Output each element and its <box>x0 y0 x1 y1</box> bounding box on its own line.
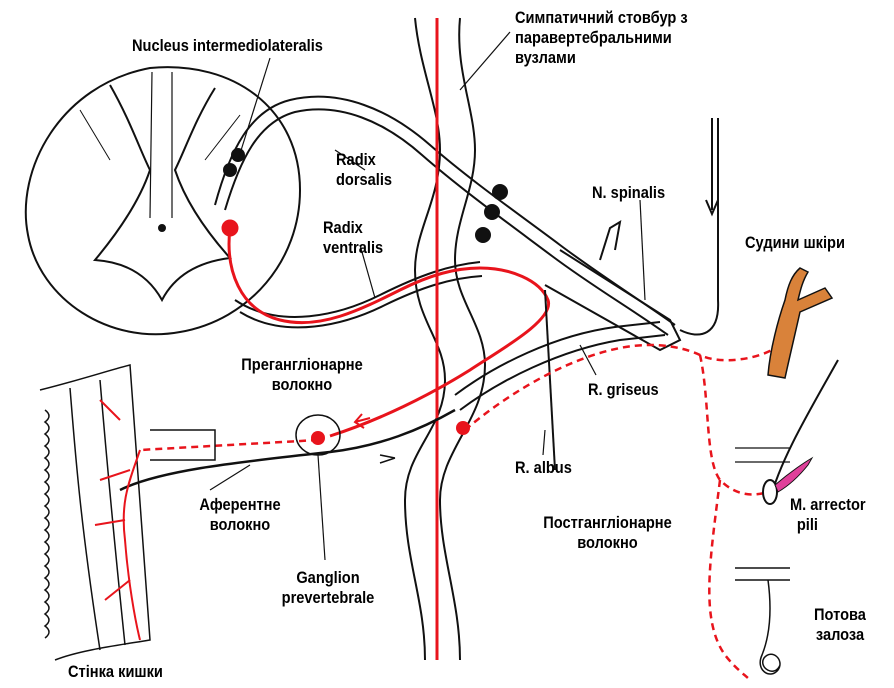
sympathetic-trunk-label: Симпатичний стовбур з паравертебральними… <box>515 8 688 68</box>
trunk-ganglion-neuron <box>456 421 470 435</box>
sympathetic-trunk <box>405 18 485 660</box>
nucleus-label: Nucleus intermediolateralis <box>132 36 323 56</box>
trunk-label-line-3: вузлами <box>515 48 688 68</box>
intestine-vessels <box>95 400 140 640</box>
n-spinalis-label: N. spinalis <box>592 183 665 203</box>
sweat-gland-line-2: залоза <box>806 625 875 645</box>
radix-dorsalis-line-2: dorsalis <box>336 170 392 190</box>
preganglionic-line-2: волокно <box>225 375 380 395</box>
ganglion-line-1: Ganglion <box>276 568 379 588</box>
m-arrector-line-2: pili <box>790 515 866 535</box>
leader-lines <box>210 32 645 560</box>
m-arrector-label: M. arrector pili <box>790 495 866 535</box>
afferent-fiber <box>120 410 455 490</box>
postganglionic-line-1: Постгангліонарне <box>528 513 687 533</box>
radix-ventralis-label: Radix ventralis <box>323 218 383 258</box>
ganglion-label: Ganglion prevertebrale <box>276 568 379 608</box>
radix-ventralis-line-2: ventralis <box>323 238 383 258</box>
skin-vessels-label: Судини шкіри <box>745 233 845 253</box>
sweat-gland <box>735 568 790 674</box>
postganglionic-line-2: волокно <box>528 533 687 553</box>
radix-dorsalis-label: Radix dorsalis <box>336 150 392 190</box>
preganglionic-fiber <box>223 221 549 436</box>
r-griseus-label: R. griseus <box>588 380 659 400</box>
m-arrector-line-1: M. arrector <box>790 495 866 515</box>
sweat-gland-line-1: Потова <box>806 605 875 625</box>
spinal-nerve <box>545 118 718 350</box>
arrector-pili-muscle <box>775 458 812 492</box>
skin-vessel <box>768 268 832 378</box>
radix-ventralis-line-1: Radix <box>323 218 383 238</box>
dorsal-root <box>215 97 675 335</box>
preganglionic-line-1: Прегангліонарне <box>225 355 380 375</box>
afferent-line-2: волокно <box>193 515 288 535</box>
afferent-label: Аферентне волокно <box>193 495 288 535</box>
intestine-wall <box>40 365 215 660</box>
spinal-cord <box>26 67 300 334</box>
trunk-label-line-1: Симпатичний стовбур з <box>515 8 688 28</box>
postganglionic-label: Постгангліонарне волокно <box>528 513 687 553</box>
preganglionic-label: Прегангліонарне волокно <box>225 355 380 395</box>
intestine-wall-label: Стінка кишки <box>68 662 163 682</box>
sweat-gland-label: Потова залоза <box>806 605 875 645</box>
afferent-line-1: Аферентне <box>193 495 288 515</box>
radix-dorsalis-line-1: Radix <box>336 150 392 170</box>
trunk-label-line-2: паравертебральними <box>515 28 688 48</box>
r-albus-label: R. albus <box>515 458 572 478</box>
ganglion-line-2: prevertebrale <box>276 588 379 608</box>
